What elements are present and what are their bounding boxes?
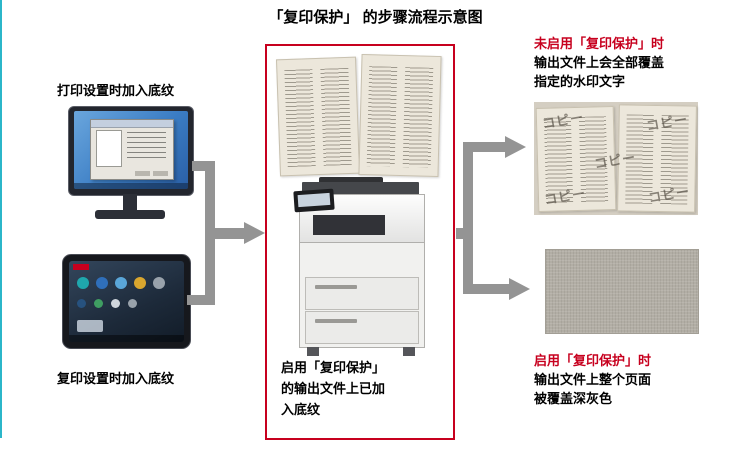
monitor-stand-base	[95, 210, 165, 219]
arrow-bottom-shaft	[463, 284, 509, 294]
app-icon	[153, 277, 165, 289]
page-edge-line	[0, 0, 2, 438]
screen-taskbar	[74, 183, 188, 189]
patterned-output-preview	[275, 53, 442, 181]
printer-foot	[403, 347, 415, 356]
paper-drawer	[305, 277, 419, 310]
monitor-stand-neck	[123, 194, 137, 210]
arrow-into-box-head	[244, 222, 265, 244]
app-icon-row	[77, 277, 165, 289]
dialog-titlebar	[90, 119, 174, 128]
desktop-computer-illustration	[68, 106, 194, 230]
app-icon	[77, 299, 86, 308]
tablet-screen	[69, 261, 184, 342]
no-protection-text-block: 未启用「复印保护」时 输出文件上会全部覆盖 指定的水印文字	[534, 34, 664, 91]
connector-from-monitor	[192, 161, 215, 171]
app-icon	[128, 299, 137, 308]
dialog-content-lines	[127, 131, 167, 163]
printer-adf-lid	[319, 177, 383, 184]
arrow-into-box-shaft	[210, 228, 244, 239]
caption-line: 的输出文件上已加	[281, 381, 386, 396]
app-icon	[96, 277, 108, 289]
protection-enabled-heading: 启用「复印保护」时	[534, 353, 652, 368]
print-setting-label: 打印设置时加入底纹	[57, 83, 175, 98]
printer-foot	[307, 347, 319, 356]
dialog-buttons	[135, 170, 169, 176]
watermarked-output-illustration: コピー コピー コピー コピー コピー	[534, 102, 698, 215]
printer-control-panel	[293, 188, 335, 213]
document-page	[358, 53, 442, 178]
app-icon	[115, 277, 127, 289]
clock-widget	[77, 320, 103, 332]
protection-enabled-line: 被覆盖深灰色	[534, 391, 613, 406]
paper-drawer	[305, 311, 419, 344]
copy-protection-highlight-box	[265, 44, 455, 440]
protection-enabled-line: 输出文件上整个页面	[534, 372, 652, 387]
app-icon	[77, 277, 89, 289]
app-icon-row	[77, 299, 137, 308]
app-icon	[134, 277, 146, 289]
diagram-title: 「复印保护」 的步骤流程示意图	[268, 9, 483, 26]
protection-enabled-text-block: 启用「复印保护」时 输出文件上整个页面 被覆盖深灰色	[534, 351, 651, 408]
tablet-bottom-bar	[69, 335, 184, 342]
arrow-top-head	[505, 136, 526, 158]
no-protection-line: 指定的水印文字	[534, 74, 626, 89]
printer-output-slot	[313, 215, 385, 235]
monitor-screen	[74, 111, 188, 189]
brand-logo-chip	[73, 264, 89, 270]
arrow-bottom-head	[509, 278, 530, 300]
connector-from-tablet	[187, 295, 215, 305]
center-caption: 启用「复印保护」 的输出文件上已加 入底纹	[281, 357, 385, 420]
app-icon	[94, 299, 103, 308]
operation-panel-illustration	[62, 254, 191, 349]
print-settings-dialog	[89, 118, 175, 181]
caption-line: 启用「复印保护」	[281, 360, 386, 375]
document-page	[275, 56, 361, 177]
caption-line: 入底纹	[281, 402, 321, 417]
no-protection-heading: 未启用「复印保护」时	[534, 36, 665, 51]
app-icon	[111, 299, 120, 308]
copy-setting-label: 复印设置时加入底纹	[57, 371, 175, 386]
arrow-top-shaft	[463, 142, 505, 152]
dialog-preview-pane	[95, 130, 123, 167]
monitor-bezel	[68, 106, 194, 196]
gray-covered-output-illustration	[545, 249, 699, 334]
mfp-printer-illustration	[293, 177, 429, 356]
no-protection-line: 输出文件上会全部覆盖	[534, 55, 665, 70]
connector-right-vertical	[463, 142, 473, 294]
